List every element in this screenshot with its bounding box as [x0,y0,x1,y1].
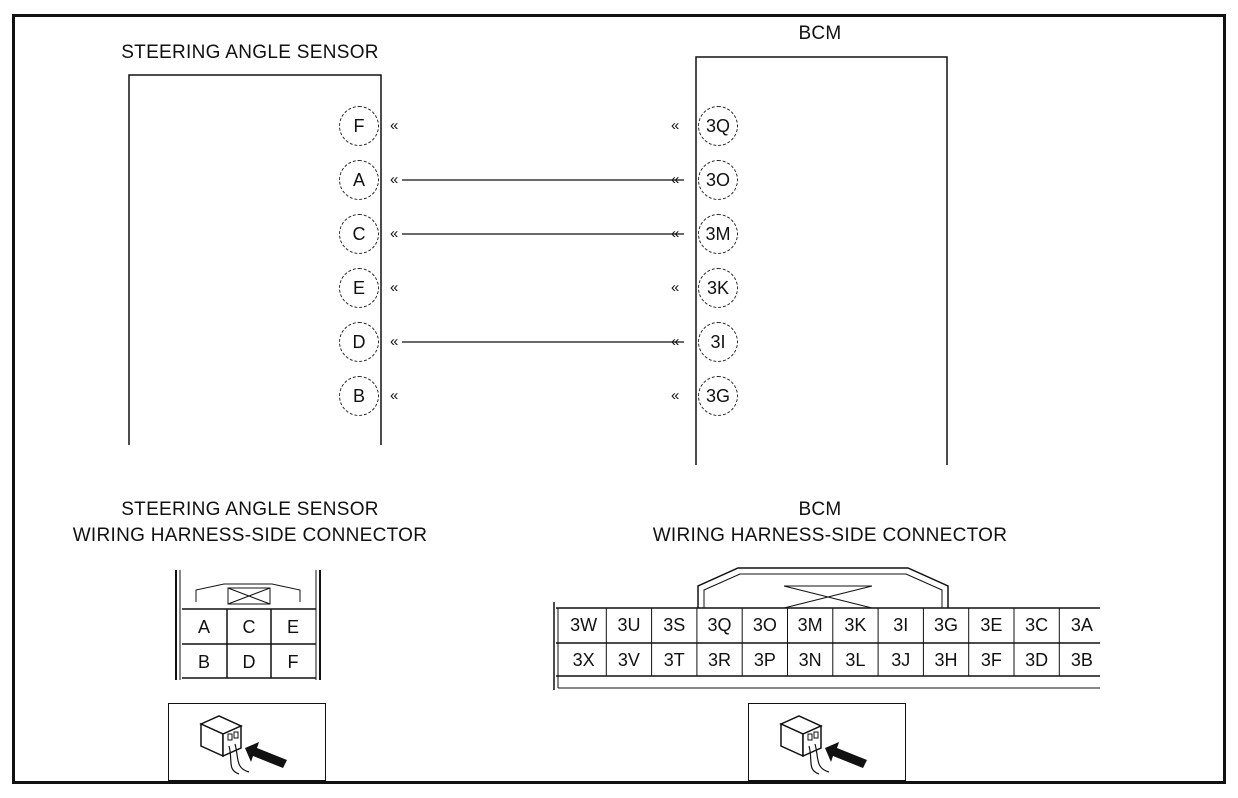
sensor-connector-title-1: STEERING ANGLE SENSOR [121,499,379,520]
terminal-chevron-icon: « [671,279,680,296]
terminal-chevron-icon: « [390,225,399,242]
bcm-connector-outline [548,562,1108,692]
terminal-chevron-icon: « [390,171,399,188]
sensor-pin-c: C [339,214,379,254]
connector-cavity-3k: 3K [844,614,867,635]
connector-cavity-a: A [197,616,210,637]
terminal-chevron-icon: « [671,225,680,242]
connector-cavity-3m: 3M [797,614,823,635]
terminal-chevron-icon: « [671,387,680,404]
sensor-box [129,75,381,445]
sensor-view-box [168,703,326,781]
bcm-pin-3g: 3G [698,376,738,416]
bcm-pin-3i: 3I [698,322,738,362]
connector-cavity-3e: 3E [980,614,1003,635]
terminal-chevron-icon: « [671,171,680,188]
connector-cavity-3d: 3D [1025,649,1049,670]
connector-cavity-c: C [242,616,256,637]
connector-cavity-3o: 3O [752,614,777,635]
connector-cavity-3t: 3T [663,649,685,670]
sensor-connector-outline [170,566,330,686]
terminal-chevron-icon: « [671,333,680,350]
terminal-chevron-icon: « [671,117,680,134]
bcm-connector-title-1: BCM [798,499,842,520]
sensor-pin-e: E [339,268,379,308]
sensor-pin-b: B [339,376,379,416]
sensor-title: STEERING ANGLE SENSOR [121,42,379,63]
connector-cavity-3j: 3J [891,649,911,670]
connector-cavity-3x: 3X [572,649,595,670]
connector-cavity-3c: 3C [1025,614,1049,635]
terminal-chevron-icon: « [390,333,399,350]
bcm-title: BCM [798,23,842,44]
connector-cavity-3v: 3V [617,649,640,670]
connector-cavity-3s: 3S [663,614,686,635]
diagram-frame [12,14,1226,784]
connector-cavity-3i: 3I [893,614,909,635]
bcm-pin-3k: 3K [698,268,738,308]
sensor-connector-title-2: WIRING HARNESS-SIDE CONNECTOR [72,525,428,546]
connector-cavity-3l: 3L [845,649,866,670]
bcm-pin-3o: 3O [698,160,738,200]
bcm-box [696,57,947,465]
connector-view-arrow-icon [779,715,867,779]
connector-cavity-3g: 3G [934,614,959,635]
bcm-pin-3q: 3Q [698,106,738,146]
connector-cavity-3n: 3N [798,649,822,670]
connector-cavity-3u: 3U [617,614,641,635]
connector-cavity-f: F [287,651,299,672]
connector-cavity-e: E [286,616,299,637]
connector-cavity-3q: 3Q [707,614,732,635]
connector-cavity-b: B [197,651,210,672]
connector-cavity-d: D [242,651,256,672]
connector-cavity-3r: 3R [708,649,732,670]
terminal-chevron-icon: « [390,279,399,296]
connector-cavity-3w: 3W [570,614,598,635]
connector-cavity-3a: 3A [1070,614,1093,635]
connector-view-arrow-icon [199,715,287,779]
bcm-view-box [748,703,906,781]
connector-cavity-3h: 3H [934,649,958,670]
bcm-pin-3m: 3M [698,214,738,254]
connector-cavity-3f: 3F [980,649,1002,670]
sensor-pin-d: D [339,322,379,362]
connector-cavity-3b: 3B [1070,649,1093,670]
sensor-pin-a: A [339,160,379,200]
sensor-pin-f: F [339,106,379,146]
terminal-chevron-icon: « [390,387,399,404]
connector-cavity-3p: 3P [753,649,776,670]
bcm-connector-title-2: WIRING HARNESS-SIDE CONNECTOR [652,525,1008,546]
terminal-chevron-icon: « [390,117,399,134]
